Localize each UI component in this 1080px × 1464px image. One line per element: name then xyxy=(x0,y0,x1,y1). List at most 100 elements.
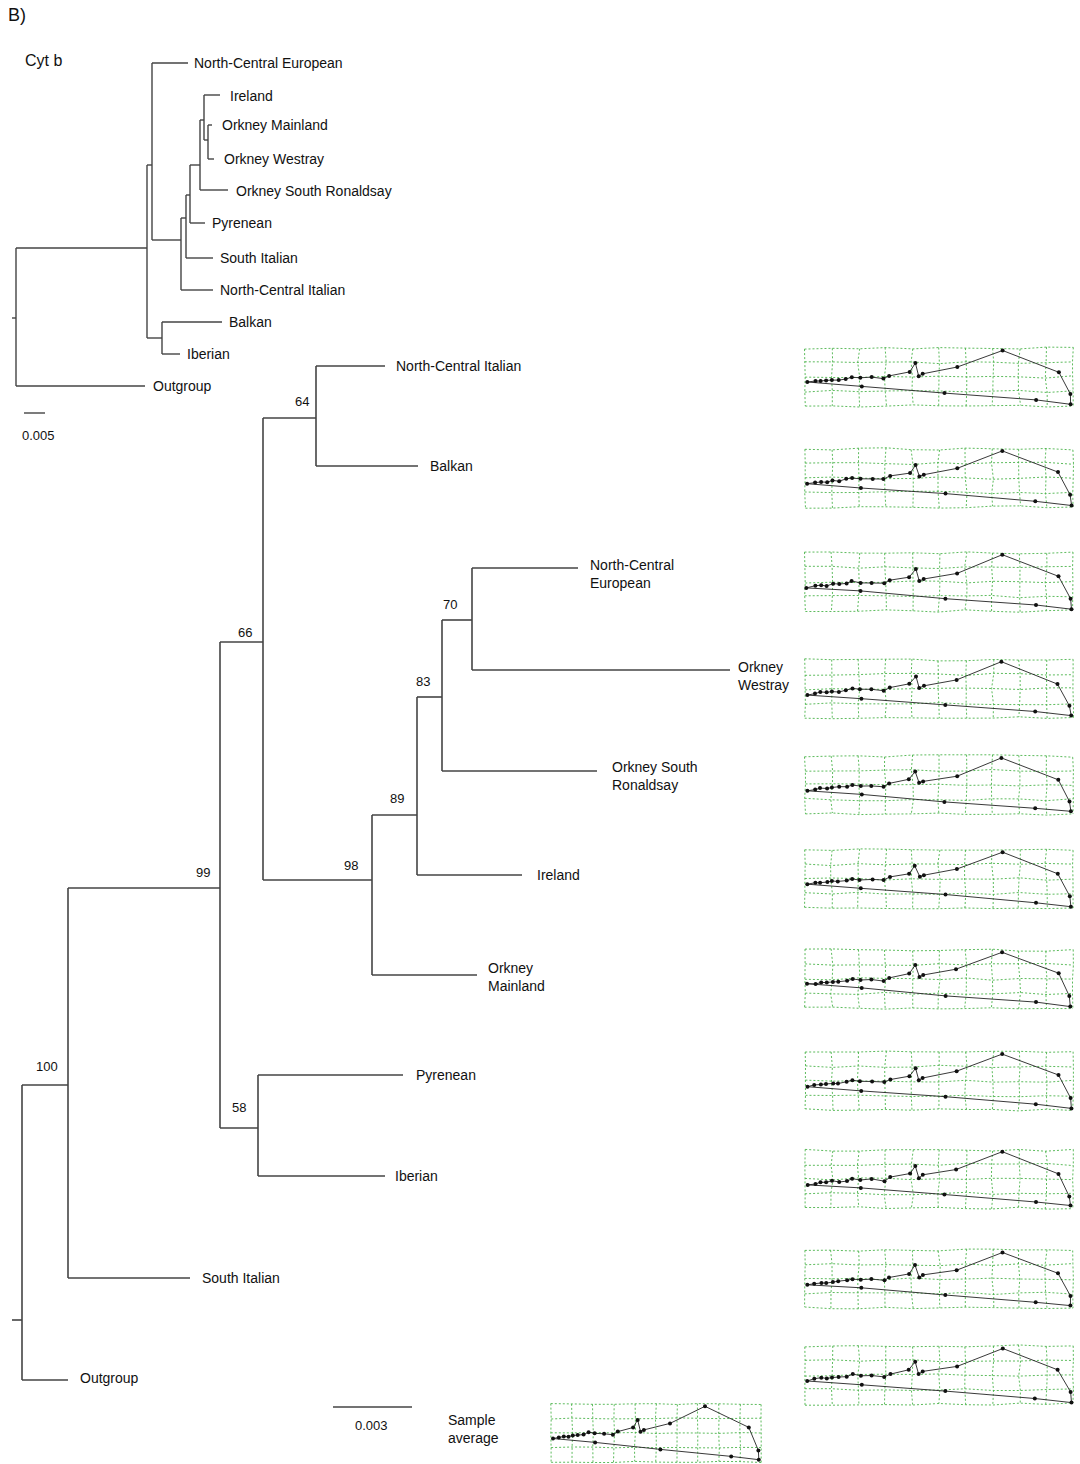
landmark-outline xyxy=(807,1253,1070,1306)
grid-line xyxy=(964,1347,966,1405)
landmark-dot xyxy=(921,1076,925,1080)
landmark-dot xyxy=(871,477,875,481)
landmark-dot xyxy=(1033,710,1037,714)
shape-deformation-grid xyxy=(805,755,1074,815)
tree-branch xyxy=(21,1085,23,1380)
landmark-dot xyxy=(917,781,921,785)
grid-line xyxy=(911,850,913,909)
landmark-dot xyxy=(888,686,892,690)
landmark-dot xyxy=(917,1078,921,1082)
landmark-dot xyxy=(1068,1304,1072,1308)
landmark-dot xyxy=(824,378,828,382)
landmark-dot xyxy=(859,1186,863,1190)
landmark-dot xyxy=(921,1273,925,1277)
landmark-dot xyxy=(851,686,855,690)
landmark-dot xyxy=(870,1374,874,1378)
tree-branch xyxy=(208,124,212,125)
landmark-dot xyxy=(887,976,891,980)
landmark-dot xyxy=(757,1458,761,1462)
landmark-dot xyxy=(850,375,854,379)
grid-line xyxy=(911,1052,912,1110)
grid-line xyxy=(805,405,1073,407)
taxon-label: Ireland xyxy=(537,866,580,884)
grid-line xyxy=(1072,552,1073,610)
landmark-dot xyxy=(907,1272,911,1276)
landmark-dot xyxy=(917,579,921,583)
landmark-dot xyxy=(830,1376,834,1380)
landmark-dot xyxy=(756,1449,760,1453)
landmark-dot xyxy=(913,963,917,967)
tree-branch xyxy=(68,887,220,889)
landmark-dot xyxy=(813,692,817,696)
landmark-dot xyxy=(943,597,947,601)
bootstrap-value: 70 xyxy=(443,596,457,614)
taxon-label: Pyrenean xyxy=(416,1066,476,1084)
landmark-dot xyxy=(889,1372,893,1376)
landmark-dot xyxy=(913,1263,917,1267)
tree-branch xyxy=(315,366,317,466)
shape-deformation-grid xyxy=(805,1249,1074,1309)
landmark-dot xyxy=(1000,449,1004,453)
landmark-dot xyxy=(887,374,891,378)
landmark-dot xyxy=(824,1180,828,1184)
landmark-dot xyxy=(944,893,948,897)
landmark-dot xyxy=(869,1277,873,1281)
landmark-dot xyxy=(922,577,926,581)
landmark-dot xyxy=(858,878,862,882)
landmark-dot xyxy=(908,370,912,374)
grid-line xyxy=(831,660,833,719)
landmark-dot xyxy=(921,1173,925,1177)
landmark-dot xyxy=(883,1179,887,1183)
taxon-label: Iberian xyxy=(395,1167,438,1185)
shape-deformation-grid xyxy=(805,1345,1074,1405)
grid-line xyxy=(911,450,913,508)
grid-line xyxy=(805,1307,1073,1309)
landmark-dot xyxy=(954,1168,958,1172)
landmark-dot xyxy=(830,1179,834,1183)
shape-deformation-grid xyxy=(805,659,1074,719)
tree-branch xyxy=(151,63,152,240)
landmark-dot xyxy=(1069,597,1073,601)
landmark-dot xyxy=(1057,574,1061,578)
landmark-dot xyxy=(587,1430,591,1434)
landmark-dot xyxy=(859,1374,863,1378)
landmark-dot xyxy=(825,584,829,588)
landmark-dot xyxy=(1068,1005,1072,1009)
landmark-dot xyxy=(658,1447,662,1451)
grid-line xyxy=(938,348,940,406)
grid-line xyxy=(805,595,1073,597)
landmark-dot xyxy=(805,982,809,986)
landmark-dot xyxy=(943,703,947,707)
landmark-dot xyxy=(955,774,959,778)
tree-branch xyxy=(189,165,190,223)
landmark-dot xyxy=(944,994,948,998)
landmark-dot xyxy=(818,881,822,885)
landmark-dot xyxy=(831,582,835,586)
tree-branch xyxy=(162,353,180,354)
landmark-dot xyxy=(859,1286,863,1290)
grid-line xyxy=(912,553,914,611)
taxon-label: Orkney Mainland xyxy=(222,116,328,134)
landmark-dot xyxy=(907,1074,911,1078)
tree-branch xyxy=(263,417,316,419)
grid-line xyxy=(805,798,1074,800)
taxon-label: Outgroup xyxy=(153,377,211,395)
landmark-dot xyxy=(1034,603,1038,607)
tree-branch xyxy=(372,974,477,976)
grid-line xyxy=(805,659,1073,661)
landmark-dot xyxy=(860,986,864,990)
tree-branch xyxy=(372,814,417,816)
scale-value: 0.003 xyxy=(355,1417,388,1435)
landmark-dot xyxy=(913,1164,917,1168)
landmark-dot xyxy=(922,873,926,877)
taxon-label: North-Central European xyxy=(194,54,343,72)
landmark-dot xyxy=(922,684,926,688)
landmark-dot xyxy=(860,1383,864,1387)
landmark-dot xyxy=(913,361,917,365)
grid-line xyxy=(761,1405,762,1463)
landmark-dot xyxy=(888,1078,892,1082)
landmark-dot xyxy=(943,1293,947,1297)
landmark-dot xyxy=(955,678,959,682)
grid-line xyxy=(831,756,833,813)
landmark-dot xyxy=(1033,499,1037,503)
